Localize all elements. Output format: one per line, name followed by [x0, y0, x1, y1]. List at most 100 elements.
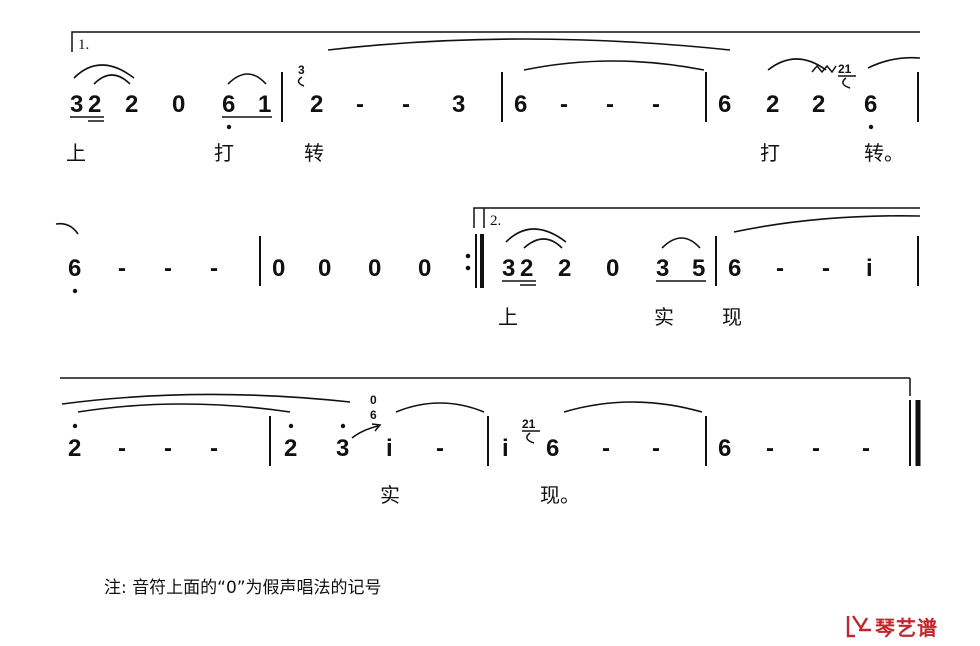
slur	[505, 228, 567, 243]
note: 2	[88, 91, 101, 118]
row-1: 1. 3 2 2 0 6 1 3 2 - - 3 6 - - - 6 2 2	[66, 31, 921, 165]
slur	[523, 238, 563, 249]
grace-note: 21	[838, 62, 852, 76]
note: i	[502, 435, 509, 462]
grace-tie	[297, 76, 305, 87]
grace-note: 6	[370, 408, 377, 422]
rest: 0	[318, 255, 331, 282]
dash: -	[560, 91, 568, 118]
lyric: 上	[66, 141, 86, 165]
lyric: 现。	[540, 483, 580, 507]
footnote: 注: 音符上面的“0”为假声唱法的记号	[104, 578, 382, 598]
dash: -	[652, 91, 660, 118]
slur	[733, 215, 921, 233]
slur	[395, 402, 485, 413]
note: 0	[172, 91, 185, 118]
volta-label-1: 1.	[78, 37, 89, 53]
note: 5	[692, 255, 705, 282]
dash: -	[606, 91, 614, 118]
watermark-text: 琴艺谱	[875, 615, 938, 640]
dash: -	[164, 435, 172, 462]
repeat-dot	[465, 253, 471, 259]
dash: -	[822, 255, 830, 282]
high-octave-dot	[288, 423, 294, 429]
slur	[563, 401, 703, 413]
dash: -	[602, 435, 610, 462]
falsetto-mark: 0	[370, 393, 377, 407]
dash: -	[776, 255, 784, 282]
low-octave-dot	[868, 124, 874, 130]
note: 6	[514, 91, 527, 118]
lyric: 转。	[864, 141, 904, 165]
note: 6	[718, 91, 731, 118]
note: 2	[125, 91, 138, 118]
grace-tie	[842, 77, 851, 89]
lyric: 实	[654, 305, 674, 329]
note: 2	[766, 91, 779, 118]
slur	[661, 237, 701, 249]
dash: -	[652, 435, 660, 462]
dash: -	[402, 91, 410, 118]
dash: -	[356, 91, 364, 118]
note: 3	[70, 91, 83, 118]
low-octave-dot	[72, 288, 78, 294]
lyric: 上	[498, 305, 518, 329]
note: 6	[222, 91, 235, 118]
note: 1	[258, 91, 271, 118]
slur-continuation	[55, 222, 79, 235]
lyric: 打	[214, 141, 234, 165]
row-2: 2. 6 - - - 0 0 0 0 3 2 2 0 3 5 6 - - i	[55, 207, 921, 329]
note: 3	[452, 91, 465, 118]
lyric: 转	[304, 141, 324, 165]
note: 6	[728, 255, 741, 282]
grace-note: 3	[298, 63, 305, 77]
glide-arrowhead	[371, 423, 382, 432]
note: i	[386, 435, 393, 462]
glide-arrow	[351, 425, 379, 439]
note: 6	[718, 435, 731, 462]
slur	[327, 38, 731, 51]
lyric: 现	[722, 305, 742, 329]
slur	[227, 73, 267, 85]
dash: -	[862, 435, 870, 462]
note: 2	[520, 255, 533, 282]
note: 6	[864, 91, 877, 118]
note: 6	[68, 255, 81, 282]
dash: -	[436, 435, 444, 462]
low-octave-dot	[226, 124, 232, 130]
note: 3	[656, 255, 669, 282]
note: 0	[606, 255, 619, 282]
row-3: 2 - - - 2 3 0 6 i - i 21 6 - - 6 - - - 实…	[60, 377, 921, 507]
dash: -	[118, 435, 126, 462]
slur	[61, 393, 351, 405]
high-octave-dot	[340, 423, 346, 429]
note: 2	[310, 91, 323, 118]
note: 3	[336, 435, 349, 462]
dash: -	[164, 255, 172, 282]
logo-icon	[846, 615, 871, 638]
note: 6	[546, 435, 559, 462]
high-octave-dot	[72, 423, 78, 429]
note: 2	[812, 91, 825, 118]
lyric: 实	[380, 483, 400, 507]
volta-bracket-1	[71, 31, 920, 52]
note: i	[866, 255, 873, 282]
lyric: 打	[760, 141, 780, 165]
slur	[73, 64, 135, 79]
rest: 0	[418, 255, 431, 282]
volta-bracket-2	[483, 207, 920, 228]
dash: -	[210, 435, 218, 462]
rest: 0	[368, 255, 381, 282]
dash: -	[118, 255, 126, 282]
slur	[767, 58, 827, 71]
slur	[77, 403, 291, 413]
slur	[867, 56, 921, 69]
note: 2	[284, 435, 297, 462]
dash: -	[812, 435, 820, 462]
slur	[93, 74, 131, 85]
dash: -	[766, 435, 774, 462]
grace-tie	[526, 432, 535, 444]
grace-note: 21	[522, 417, 536, 431]
volta-bracket-1-end	[473, 207, 484, 228]
